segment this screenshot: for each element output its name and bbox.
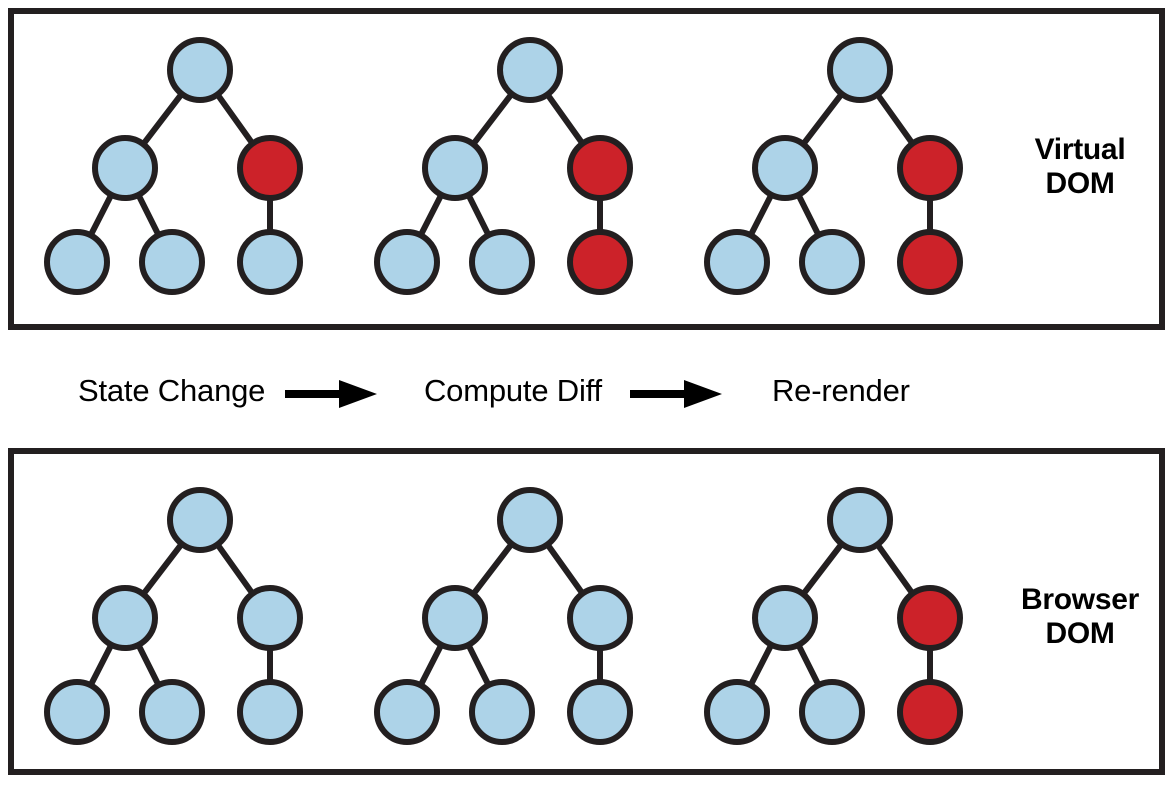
tree-node-left-leaf-1	[704, 679, 770, 745]
tree-node-left-leaf-1	[704, 229, 770, 295]
tree-node-right-leaf-1	[237, 679, 303, 745]
browser-dom-label: Browser DOM	[1021, 583, 1139, 650]
flow-step-state-change: State Change	[78, 373, 266, 408]
tree-node-left-leaf-2	[799, 229, 865, 295]
tree-node-left-leaf-2	[139, 229, 205, 295]
virtual-tree-2	[374, 37, 633, 295]
virtual-tree-3	[704, 37, 963, 295]
tree-node-left	[92, 585, 158, 651]
tree-node-root	[167, 487, 233, 553]
tree-node-right	[237, 585, 303, 651]
tree-node-left-leaf-2	[469, 229, 535, 295]
tree-node-root	[167, 37, 233, 103]
tree-node-right-leaf-1	[567, 229, 633, 295]
tree-node-right	[237, 135, 303, 201]
tree-node-left-leaf-2	[139, 679, 205, 745]
tree-node-right	[567, 585, 633, 651]
arrow-right-icon	[285, 380, 377, 408]
browser-tree-1	[44, 487, 303, 745]
tree-node-root	[827, 487, 893, 553]
tree-node-right	[897, 135, 963, 201]
tree-node-left	[752, 135, 818, 201]
tree-node-left-leaf-2	[469, 679, 535, 745]
tree-node-left-leaf-1	[374, 229, 440, 295]
tree-node-root	[827, 37, 893, 103]
tree-node-root	[497, 37, 563, 103]
virtual-tree-1	[44, 37, 303, 295]
flow-step-compute-diff: Compute Diff	[424, 373, 602, 408]
flow-row: State Change Compute Diff Re-render	[0, 355, 1173, 430]
tree-node-left	[422, 585, 488, 651]
tree-node-left-leaf-1	[374, 679, 440, 745]
tree-node-right	[567, 135, 633, 201]
tree-node-left	[422, 135, 488, 201]
tree-node-right-leaf-1	[897, 229, 963, 295]
browser-tree-2	[374, 487, 633, 745]
tree-node-left-leaf-2	[799, 679, 865, 745]
tree-node-root	[497, 487, 563, 553]
tree-node-right-leaf-1	[897, 679, 963, 745]
virtual-dom-label: Virtual DOM	[1034, 133, 1126, 200]
tree-node-left	[752, 585, 818, 651]
tree-node-left-leaf-1	[44, 229, 110, 295]
tree-node-left	[92, 135, 158, 201]
tree-node-right-leaf-1	[237, 229, 303, 295]
flow-step-re-render: Re-render	[772, 373, 910, 408]
tree-node-right	[897, 585, 963, 651]
tree-node-right-leaf-1	[567, 679, 633, 745]
arrow-right-icon	[630, 380, 722, 408]
tree-node-left-leaf-1	[44, 679, 110, 745]
browser-tree-3	[704, 487, 963, 745]
